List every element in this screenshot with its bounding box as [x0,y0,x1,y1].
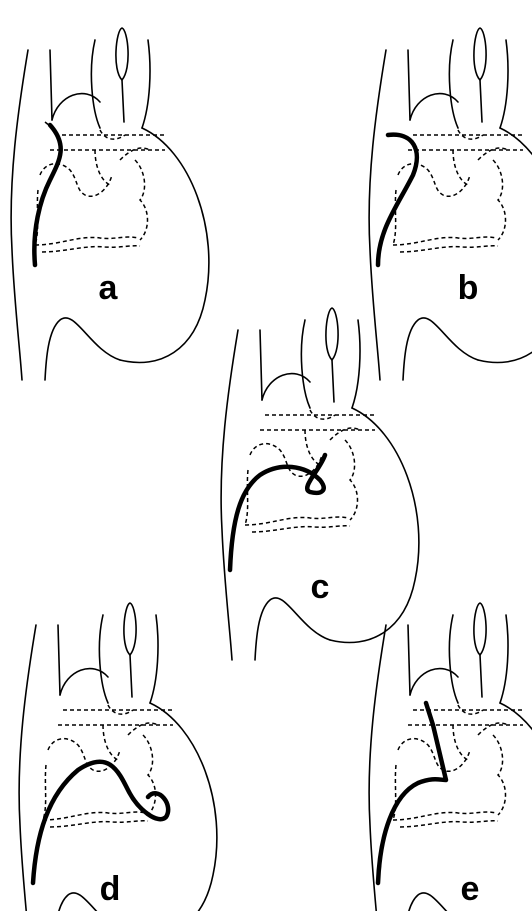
panel-c [221,308,419,660]
heart-outline-b [369,28,532,380]
catheter-a [34,125,60,265]
heart-outline-d [19,603,217,911]
panel-e [369,603,532,911]
heart-outline-e [369,603,532,911]
panel-label-c: c [311,568,330,606]
panel-label-a: a [99,269,119,307]
panel-label-e: e [461,870,480,908]
catheter-c [230,455,325,570]
catheter-b [378,135,417,265]
panel-d [19,603,217,911]
panel-label-b: b [458,269,479,307]
panel-b [369,28,532,380]
panel-a [11,28,209,380]
catheter-e [378,703,446,883]
panel-label-d: d [100,870,121,908]
